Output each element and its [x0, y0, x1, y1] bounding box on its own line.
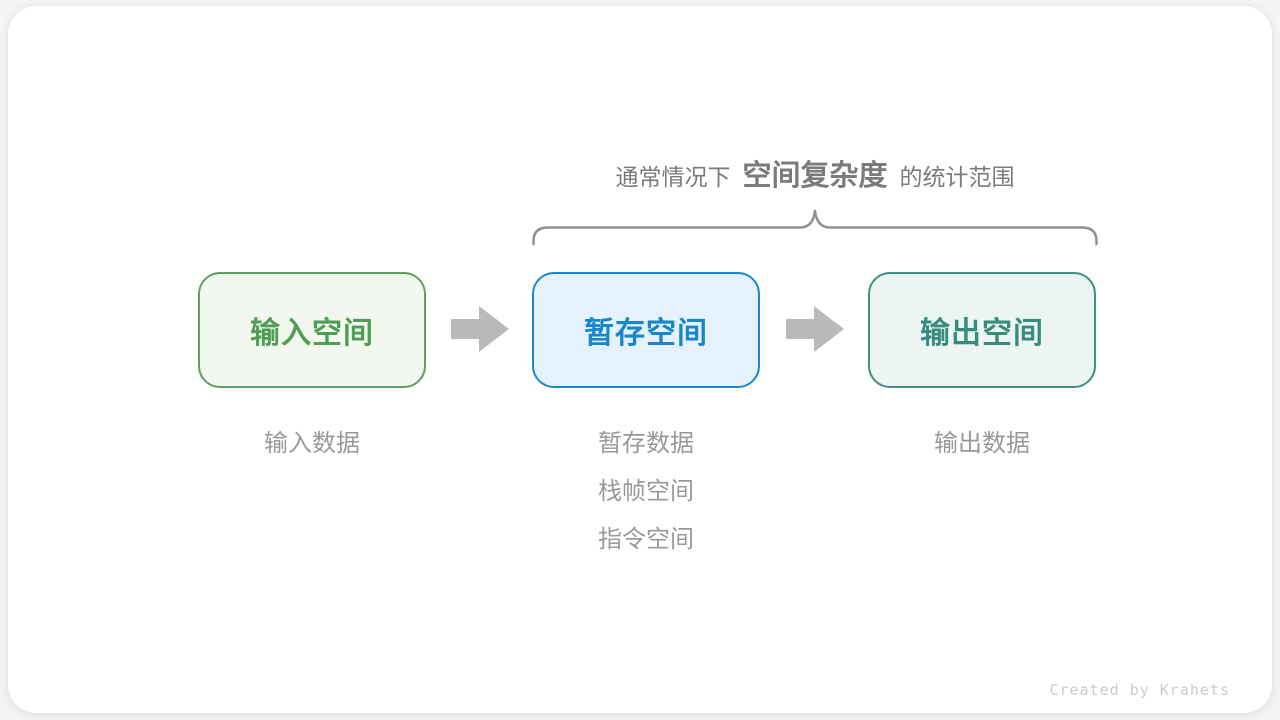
buffer-space-box: 暂存空间 [532, 272, 760, 388]
curly-brace-icon [532, 207, 1098, 247]
diagram-card: 通常情况下 空间复杂度 的统计范围 输入空间 暂存空间 输出空间 输入数据 暂存… [8, 6, 1272, 713]
input-space-box: 输入空间 [198, 272, 426, 388]
right-arrow-icon [451, 306, 509, 352]
annotation-highlight: 空间复杂度 [742, 160, 888, 192]
note-line: 栈帧空间 [598, 478, 694, 505]
annotation-prefix: 通常情况下 [615, 164, 731, 190]
note-line: 输入数据 [264, 430, 360, 457]
buffer-space-notes: 暂存数据 栈帧空间 指令空间 [532, 420, 760, 564]
note-line: 指令空间 [598, 526, 694, 553]
curly-brace-path [532, 209, 1098, 246]
scope-annotation: 通常情况下 空间复杂度 的统计范围 [532, 152, 1098, 192]
output-space-label: 输出空间 [920, 317, 1044, 350]
annotation-suffix: 的统计范围 [899, 164, 1015, 190]
input-space-label: 输入空间 [250, 317, 374, 350]
note-line: 输出数据 [934, 430, 1030, 457]
output-space-box: 输出空间 [868, 272, 1096, 388]
credit-text: Created by Krahets [1049, 681, 1230, 699]
output-space-notes: 输出数据 [868, 420, 1096, 468]
buffer-space-label: 暂存空间 [584, 317, 708, 350]
note-line: 暂存数据 [598, 430, 694, 457]
right-arrow-icon [786, 306, 844, 352]
input-space-notes: 输入数据 [198, 420, 426, 468]
